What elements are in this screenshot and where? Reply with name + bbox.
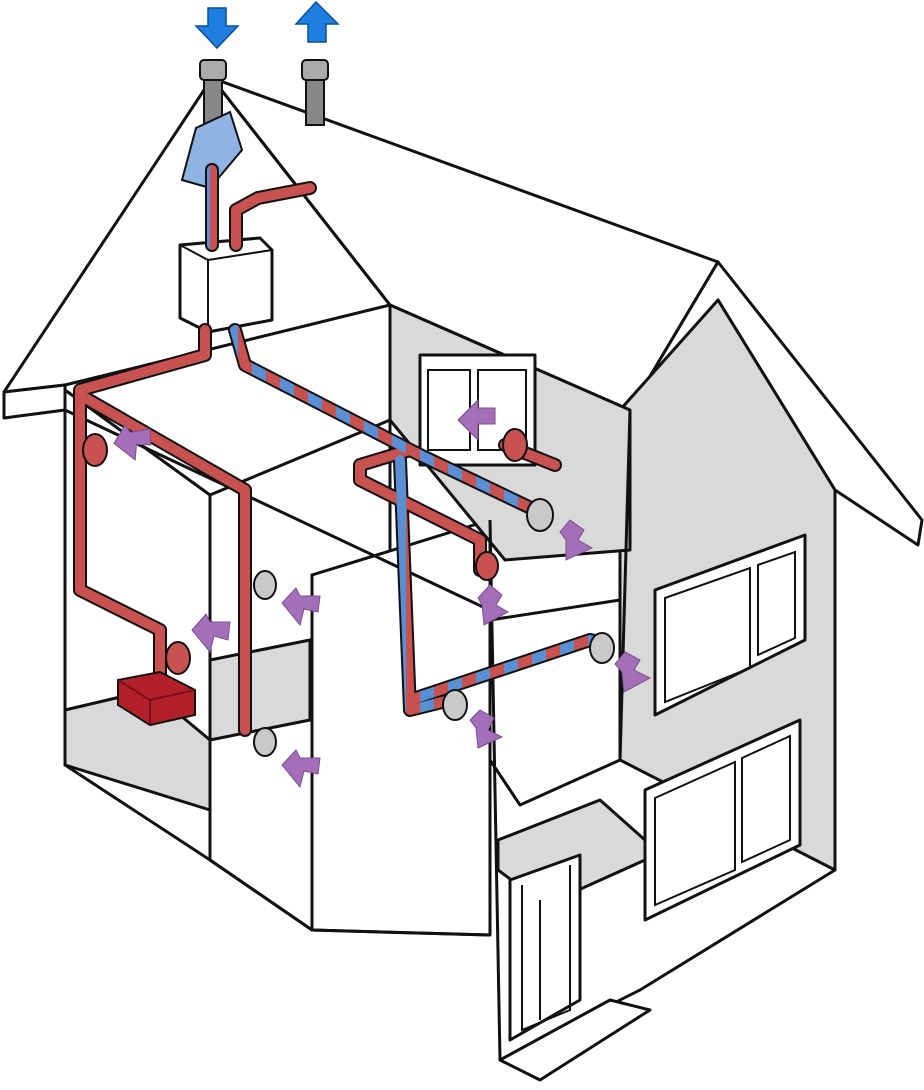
- door-step: [498, 998, 652, 1082]
- exhaust-vent-pipe: [305, 79, 325, 126]
- roof-gable-left: [2, 76, 392, 394]
- air-valve-icon: [82, 428, 615, 757]
- floor-step: [208, 638, 312, 742]
- duct-supply-left: [75, 325, 210, 685]
- arrow-down-icon: [194, 7, 240, 50]
- roof-eave: [2, 383, 67, 420]
- intake-vent-cap: [199, 59, 227, 81]
- duct-supply-mid: [75, 390, 250, 735]
- duct-extract-main: [230, 325, 540, 515]
- roof-vents: [180, 59, 329, 190]
- airflow-arrow-icon: [113, 398, 652, 789]
- duct-extract-down: [395, 455, 455, 715]
- base-line: [209, 858, 491, 937]
- exhaust-vent-cap: [301, 59, 329, 81]
- heater-unit: [117, 670, 196, 727]
- window-front-lower: [643, 718, 802, 922]
- heat-recovery-unit: [178, 236, 274, 334]
- duct-supply-centre: [355, 445, 485, 575]
- arrow-up-icon: [294, 0, 340, 43]
- window-front-upper: [653, 533, 807, 717]
- front-wall-lower: [488, 598, 622, 807]
- porch: [496, 798, 652, 1082]
- gable-edge: [618, 409, 632, 761]
- duct-exhaust-top: [231, 183, 315, 250]
- house-shell: [2, 76, 924, 1082]
